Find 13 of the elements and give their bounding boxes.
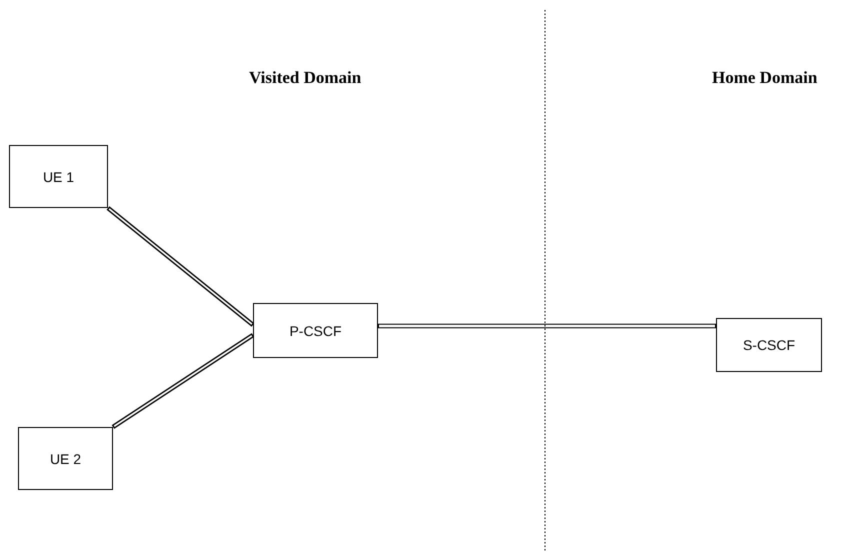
network-element-box — [9, 145, 108, 208]
domain-heading: Home Domain — [712, 68, 818, 88]
double-line-connector — [112, 333, 254, 429]
node-label: P-CSCF — [289, 322, 342, 338]
double-line-connector — [106, 206, 254, 327]
network-element-box — [253, 303, 378, 358]
node-label: S-CSCF — [742, 337, 796, 353]
network-element-box — [716, 318, 822, 372]
network-element-box — [18, 427, 113, 490]
node-label: UE 1 — [42, 168, 74, 184]
node-label: UE 2 — [50, 450, 82, 466]
domain-heading: Visited Domain — [249, 68, 362, 88]
double-line-connector — [378, 324, 716, 328]
